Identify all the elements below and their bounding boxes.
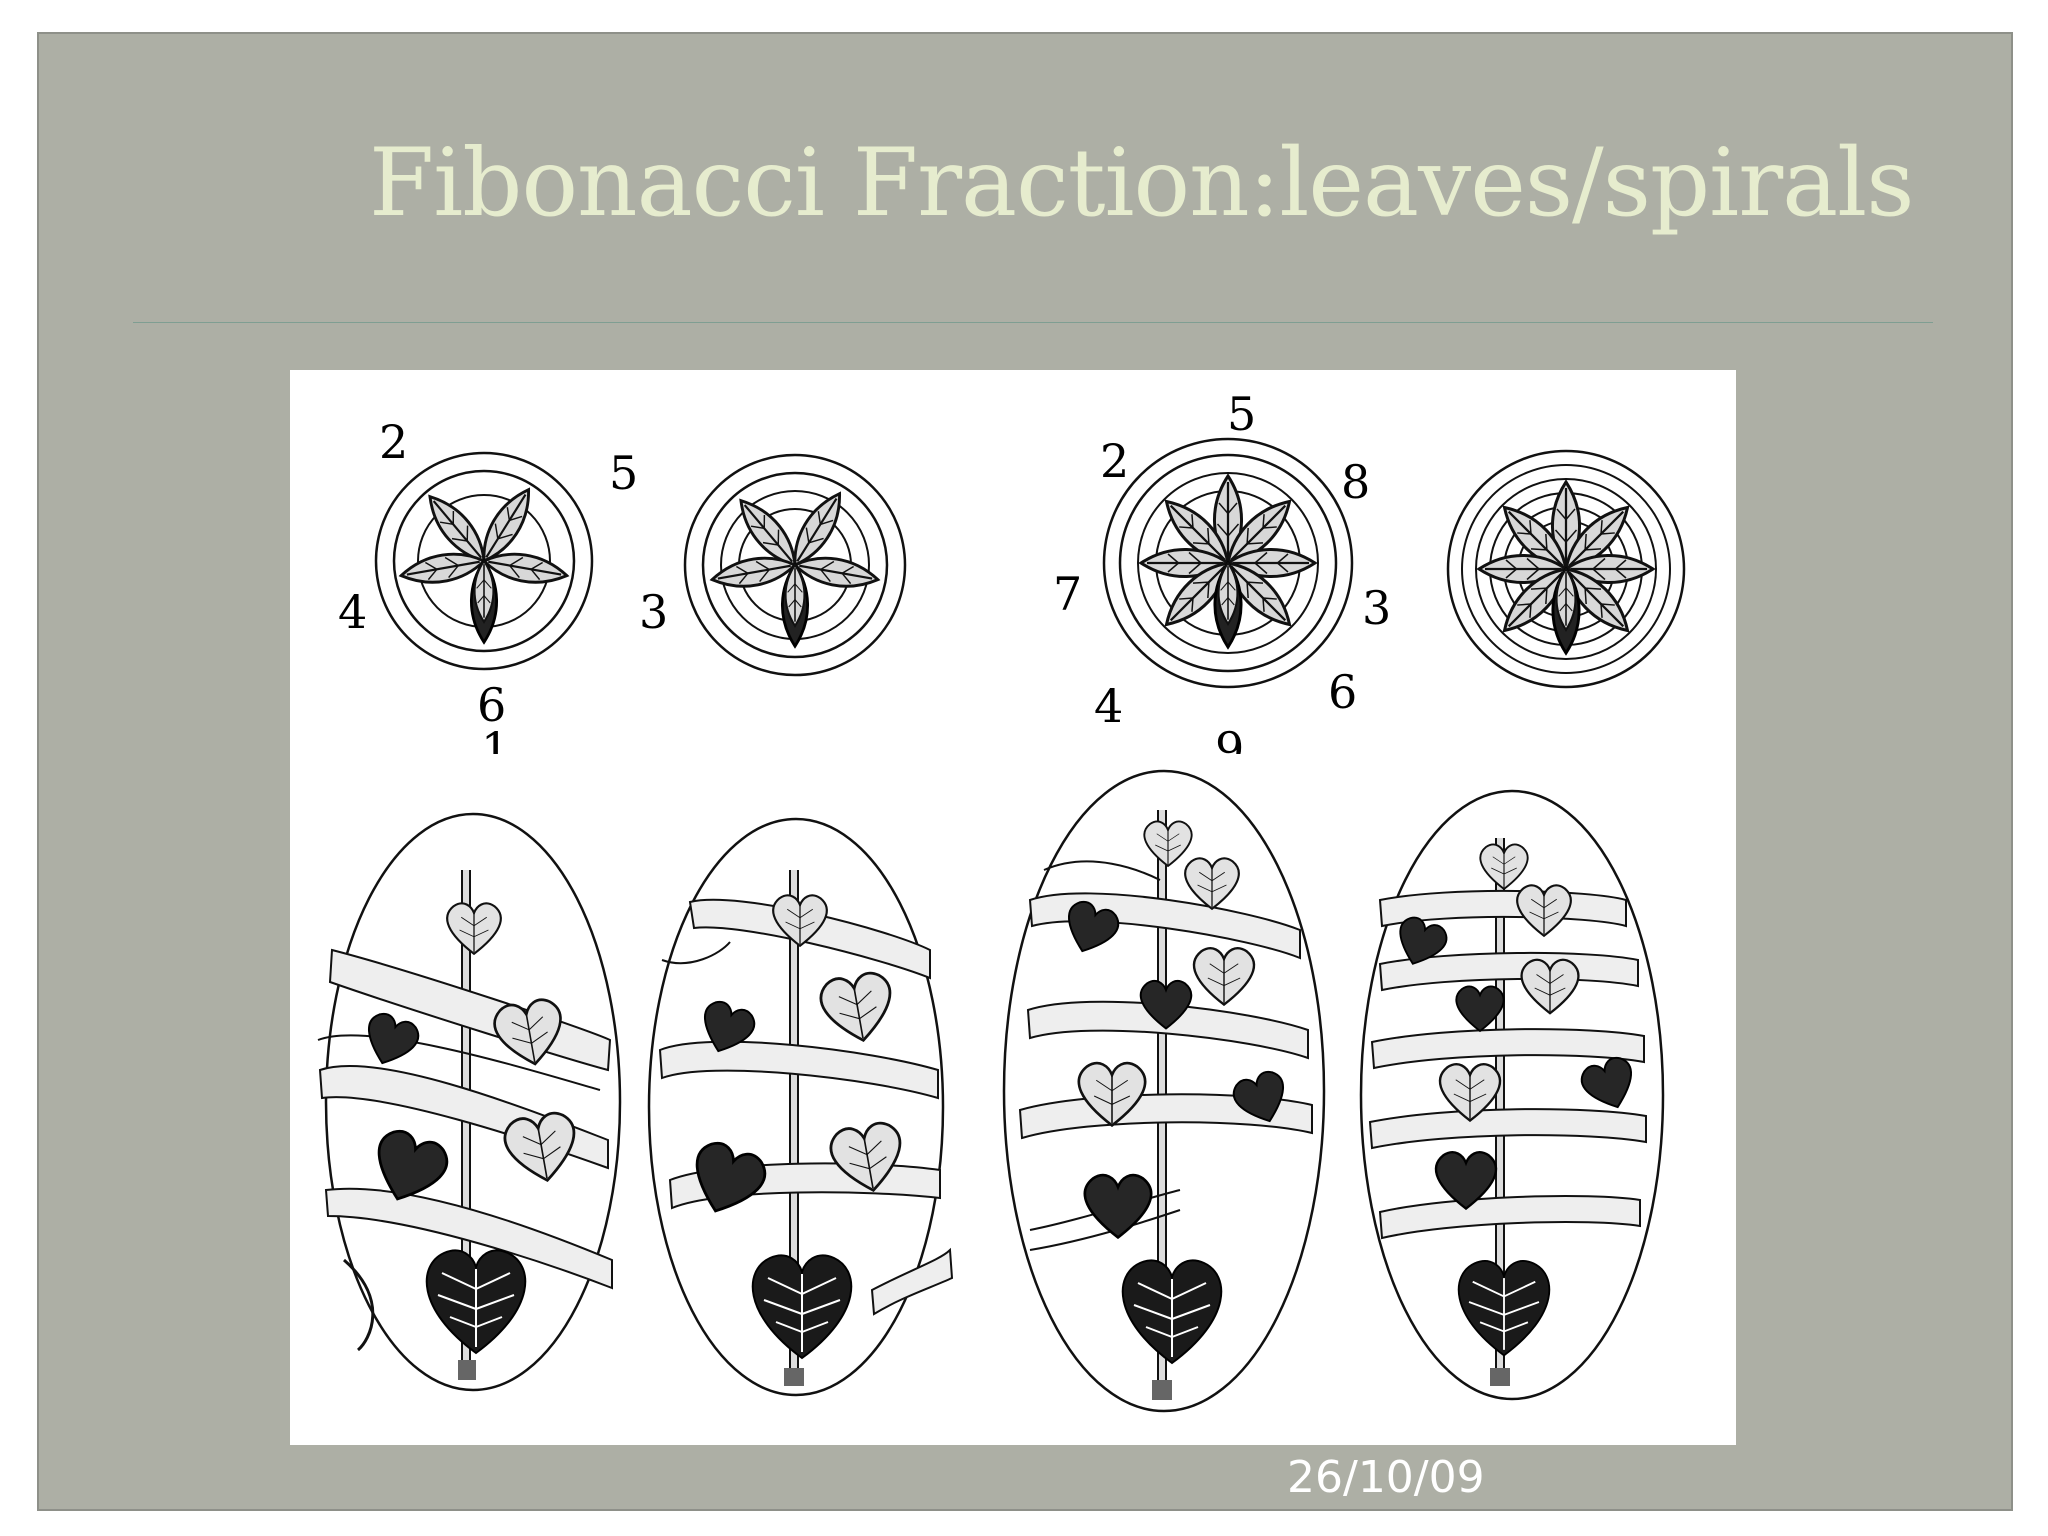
slide-title: Fibonacci Fraction:leaves/spirals — [369, 129, 1914, 238]
rosette3-label-4: 4 — [1094, 679, 1123, 733]
rosette-eight-labelled — [1102, 437, 1354, 689]
slide: Fibonacci Fraction:leaves/spirals — [37, 32, 2013, 1511]
phyllotaxis-illustration: 2 5 4 3 6 1 5 2 8 7 3 4 6 9 — [290, 387, 1736, 1413]
rosette1-label-5: 5 — [609, 446, 638, 500]
rosette1-label-4: 4 — [338, 585, 367, 639]
phyllotaxis-figure: 2 5 4 3 6 1 5 2 8 7 3 4 6 9 — [290, 370, 1736, 1445]
rosette-five — [683, 453, 907, 677]
rosette-eight — [1446, 449, 1686, 689]
spiral-plant-3 — [1002, 769, 1326, 1413]
rosette3-label-6: 6 — [1328, 665, 1357, 719]
rosette3-label-3: 3 — [1362, 581, 1391, 635]
rosette3-label-8: 8 — [1341, 455, 1370, 509]
spiral-plant-2 — [647, 817, 954, 1397]
title-divider — [133, 322, 1933, 323]
spiral-plant-1 — [317, 812, 622, 1392]
rosette3-label-2: 2 — [1100, 434, 1129, 488]
spiral-plant-4 — [1359, 789, 1665, 1401]
rosette-five-labelled — [374, 451, 594, 671]
rosette1-label-2: 2 — [379, 415, 408, 469]
slide-date: 26/10/09 — [1287, 1452, 1485, 1503]
rosette1-label-3: 3 — [639, 585, 668, 639]
rosette3-label-5: 5 — [1227, 387, 1256, 441]
rosette1-label-6: 6 — [477, 678, 506, 732]
rosette3-label-7: 7 — [1053, 567, 1082, 621]
